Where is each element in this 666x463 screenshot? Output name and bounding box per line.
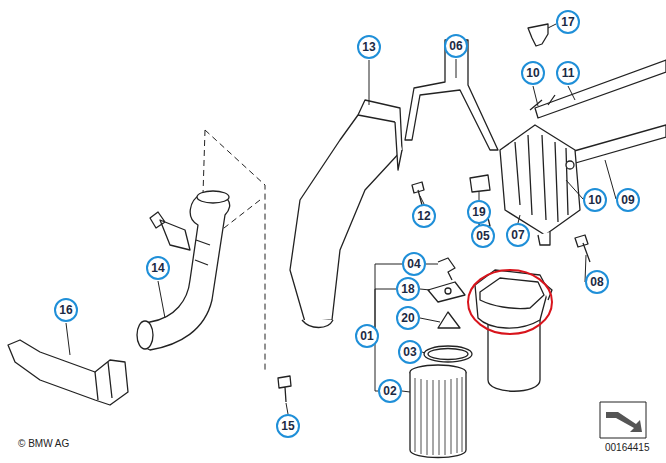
callout-circle: 15 (276, 414, 300, 438)
callout-circle: 03 (398, 340, 422, 364)
callout-circle: 17 (556, 10, 580, 34)
bracket-line (375, 344, 378, 391)
callout-circle: 06 (444, 34, 468, 58)
callout-circle: 08 (585, 270, 609, 294)
callout-circle: 05 (471, 224, 495, 248)
callout-number: 10 (526, 67, 539, 79)
callout-number: 11 (562, 67, 575, 79)
callout-number: 03 (403, 346, 416, 358)
callout-circle: 18 (396, 277, 420, 301)
callout-circle: 20 (396, 306, 420, 330)
callout-number: 13 (362, 41, 375, 53)
callout-number: 06 (449, 40, 462, 52)
callout-circle: 11 (556, 61, 580, 85)
callout-circle: 02 (378, 379, 402, 403)
callout-circle: 14 (146, 256, 170, 280)
callout-number: 20 (401, 312, 414, 324)
callout-number: 17 (561, 16, 574, 28)
callout-number: 14 (151, 262, 164, 274)
callout-circle: 10 (583, 188, 607, 212)
callout-number: 02 (383, 385, 396, 397)
callout-circle: 12 (412, 204, 436, 228)
callout-circle: 16 (54, 298, 78, 322)
callout-circle: 10 (521, 61, 545, 85)
callout-number: 18 (401, 283, 414, 295)
bracket-line (375, 289, 396, 328)
copyright-note: © BMW AG (18, 438, 69, 449)
callout-number: 04 (407, 258, 420, 270)
callout-circle: 01 (355, 324, 379, 348)
callout-number: 12 (417, 210, 430, 222)
callout-circle: 09 (616, 188, 640, 212)
callout-number: 01 (360, 330, 373, 342)
callout-circle: 13 (357, 35, 381, 59)
callout-circle: 19 (467, 200, 491, 224)
callout-number: 07 (511, 229, 524, 241)
callout-number: 05 (476, 230, 489, 242)
callout-number: 15 (281, 420, 294, 432)
callout-circle: 07 (506, 223, 530, 247)
callout-number: 19 (472, 206, 485, 218)
callout-number: 16 (59, 304, 72, 316)
drawing-number: 00164415 (605, 442, 650, 453)
callout-number: 10 (588, 194, 601, 206)
callout-circle: 04 (402, 252, 426, 276)
callout-number: 08 (590, 276, 603, 288)
callout-number: 09 (621, 194, 634, 206)
